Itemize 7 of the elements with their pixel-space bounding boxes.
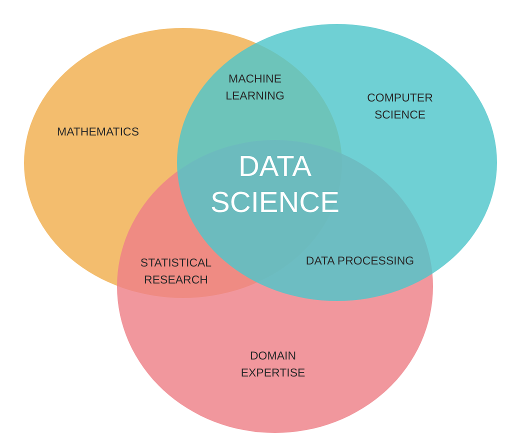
overlap-label: STATISTICAL RESEARCH	[139, 256, 213, 288]
overlap-label: DATA PROCESSING	[305, 254, 415, 270]
circle-label: COMPUTER SCIENCE	[366, 91, 434, 123]
circle-label: DOMAIN EXPERTISE	[240, 349, 306, 381]
circle-label: MATHEMATICS	[56, 126, 140, 141]
center-label: DATA SCIENCE	[210, 150, 340, 221]
overlap-label: MACHINE LEARNING	[224, 72, 286, 104]
